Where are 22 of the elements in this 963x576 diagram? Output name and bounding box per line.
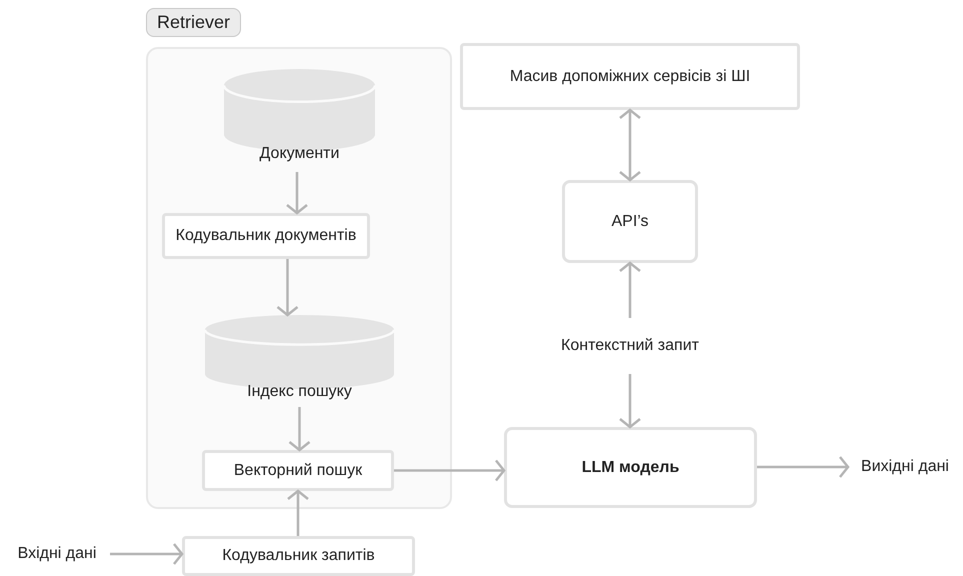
process-box: LLM модель [504,427,757,508]
arrow [618,374,642,428]
arrow [618,262,642,318]
database-label: Індекс пошуку [247,383,352,401]
arrow [286,490,310,536]
process-box: Векторний пошук [202,450,394,491]
process-box: Масив допоміжних сервісів зі ШІ [460,43,800,110]
flow-label: Вхідні дані [18,544,96,564]
arrow [288,407,311,452]
flow-label: Вихідні дані [861,457,949,477]
process-box: Кодувальник запитів [182,536,415,576]
database-label: Документи [260,145,340,163]
arrow [618,108,642,182]
group-heading: Retriever [146,8,242,37]
arrow [286,172,308,214]
flow-label: Контекстний запит [561,336,699,356]
arrow [276,259,299,316]
arrow [757,456,850,478]
process-box: API’s [562,180,698,263]
arrow [110,542,184,566]
arrow [394,459,506,482]
process-box: Кодувальник документів [162,213,370,259]
